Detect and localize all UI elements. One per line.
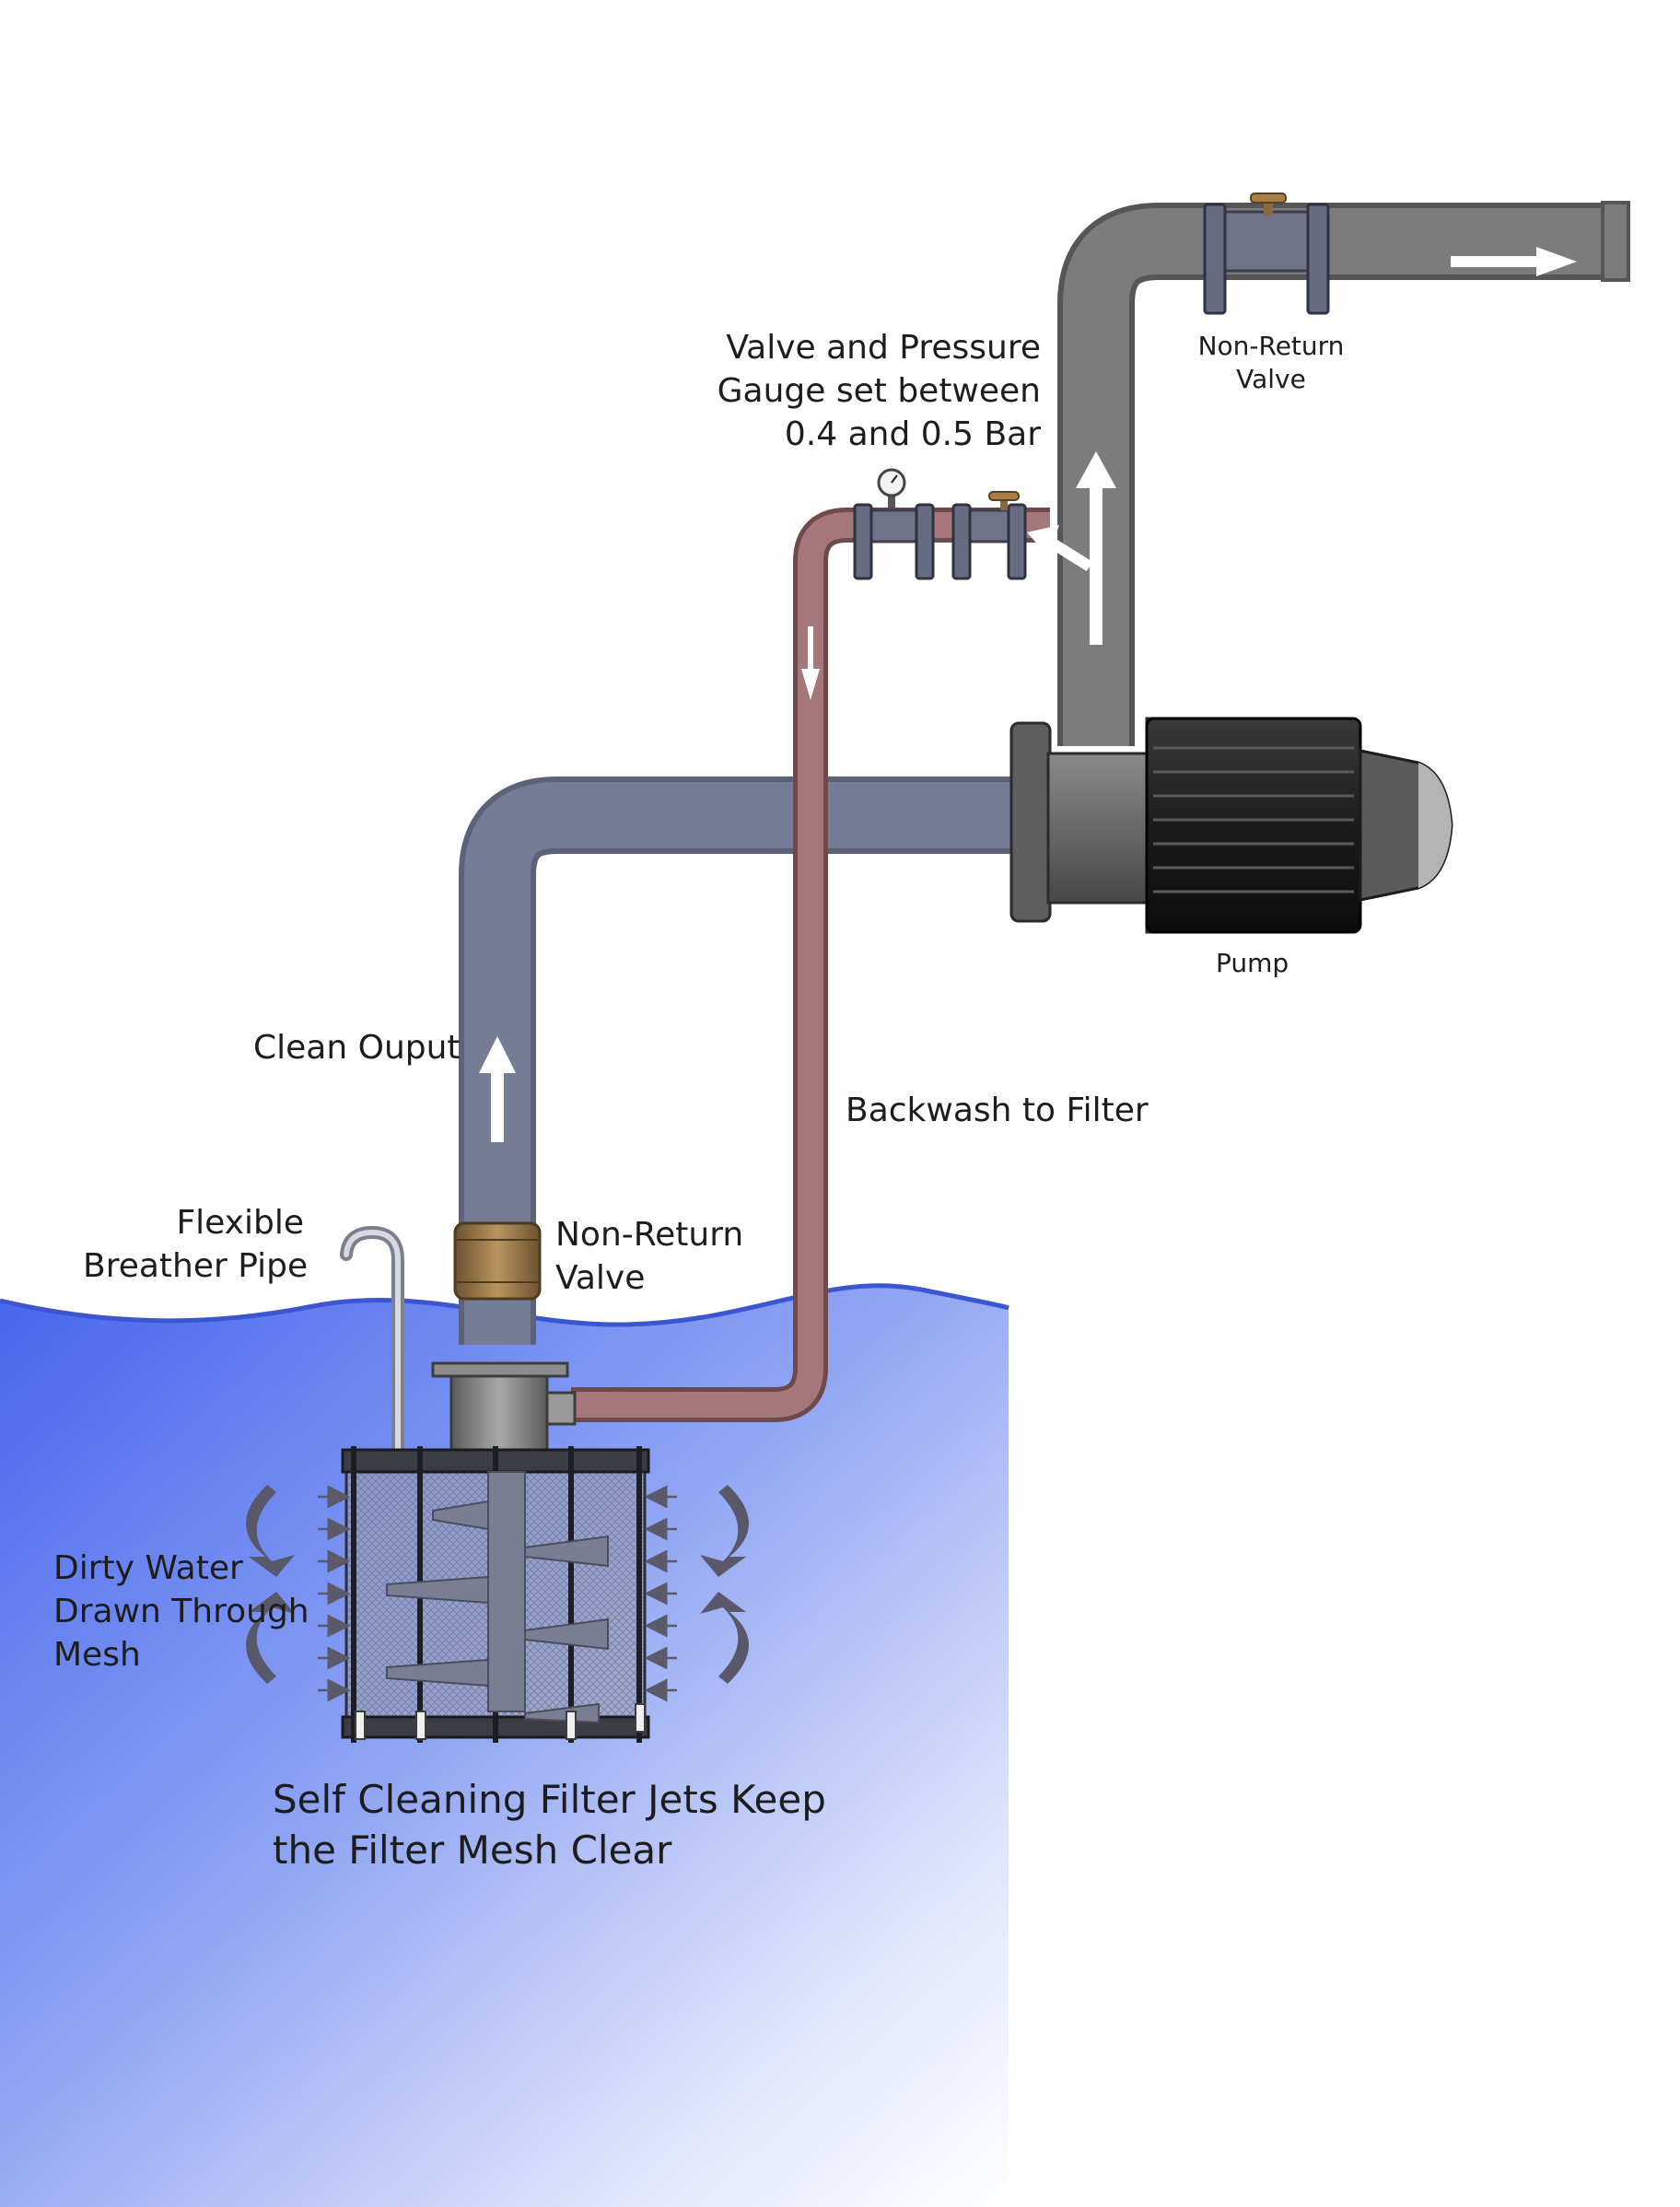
non-return-valve-top-label: Non-Return Valve (1197, 331, 1345, 395)
backwash-label: Backwash to Filter (846, 1092, 1149, 1129)
filter-jets (386, 1471, 609, 1724)
filter-cage (341, 1446, 650, 1743)
flexible-pipe-label: Flexible Breather Pipe (83, 1204, 309, 1285)
pressure-gauge-valve (853, 468, 1027, 580)
dirty-water-label: Dirty Water Drawn Through Mesh (53, 1549, 309, 1674)
clean-output-arrow (479, 1036, 516, 1142)
inflow-arrows (318, 1485, 677, 1702)
motor-fins (1153, 746, 1354, 893)
flow-arrows (479, 247, 1577, 1142)
dirty-water-flow-arrows (245, 1485, 750, 1684)
self-cleaning-caption: Self Cleaning Filter Jets Keep the Filte… (273, 1777, 826, 1873)
backwash-down-arrow (801, 626, 820, 700)
discharge-up-arrow (1076, 451, 1116, 645)
outlet-right-arrow (1451, 247, 1577, 276)
pump-label: Pump (1216, 948, 1289, 978)
clean-output-label: Clean Ouput (253, 1029, 461, 1067)
branch-left-arrow (1027, 525, 1093, 572)
valve-gauge-label: Valve and Pressure Gauge set between 0.4… (717, 329, 1041, 453)
discharge-pipe (1057, 203, 1626, 746)
non-return-valve-top (1203, 193, 1330, 315)
water-surface-line (0, 1283, 1009, 1327)
non-return-valve-lower-label: Non-Return Valve (555, 1216, 744, 1297)
non-return-valve-lower (453, 1221, 542, 1301)
filter-housing (431, 1361, 577, 1452)
pump (1009, 717, 1453, 934)
